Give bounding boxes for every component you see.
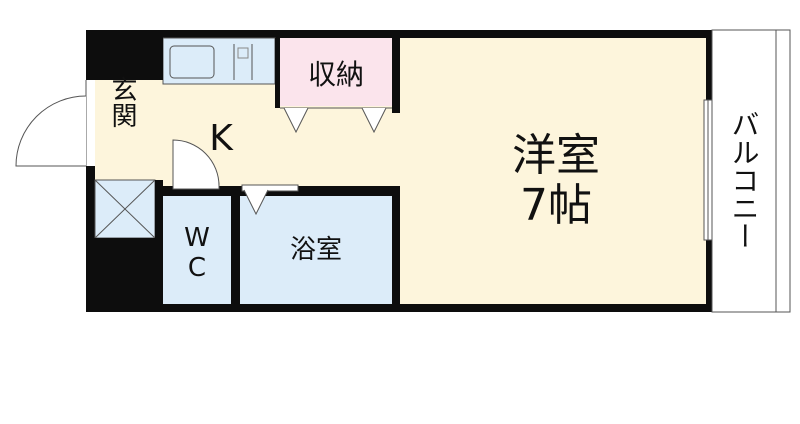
storage-door-right[interactable] [361, 107, 387, 134]
storage-label: 収納 [308, 58, 364, 91]
sink [169, 45, 215, 79]
entrance-door[interactable] [15, 95, 87, 167]
toilet-room [163, 196, 231, 304]
bathroom-door[interactable] [243, 189, 269, 216]
kitchen-label: K [209, 118, 234, 159]
bathroom-label: 浴室 [290, 235, 342, 265]
entrance-area [95, 80, 165, 186]
entrance-label: 玄関 [107, 76, 137, 128]
toilet-door[interactable] [172, 139, 220, 187]
balcony-label: バルコニー [728, 110, 761, 250]
toilet-label-line2: C [188, 253, 206, 283]
bathroom [240, 196, 392, 304]
western-room [400, 38, 706, 304]
toilet-label-line1: W [184, 223, 210, 253]
western-room-name: 洋室 [512, 130, 600, 181]
western-room-size: 7帖 [520, 180, 592, 231]
storage-door-left[interactable] [283, 107, 309, 134]
balcony [711, 29, 791, 313]
storage-closet [280, 38, 392, 106]
